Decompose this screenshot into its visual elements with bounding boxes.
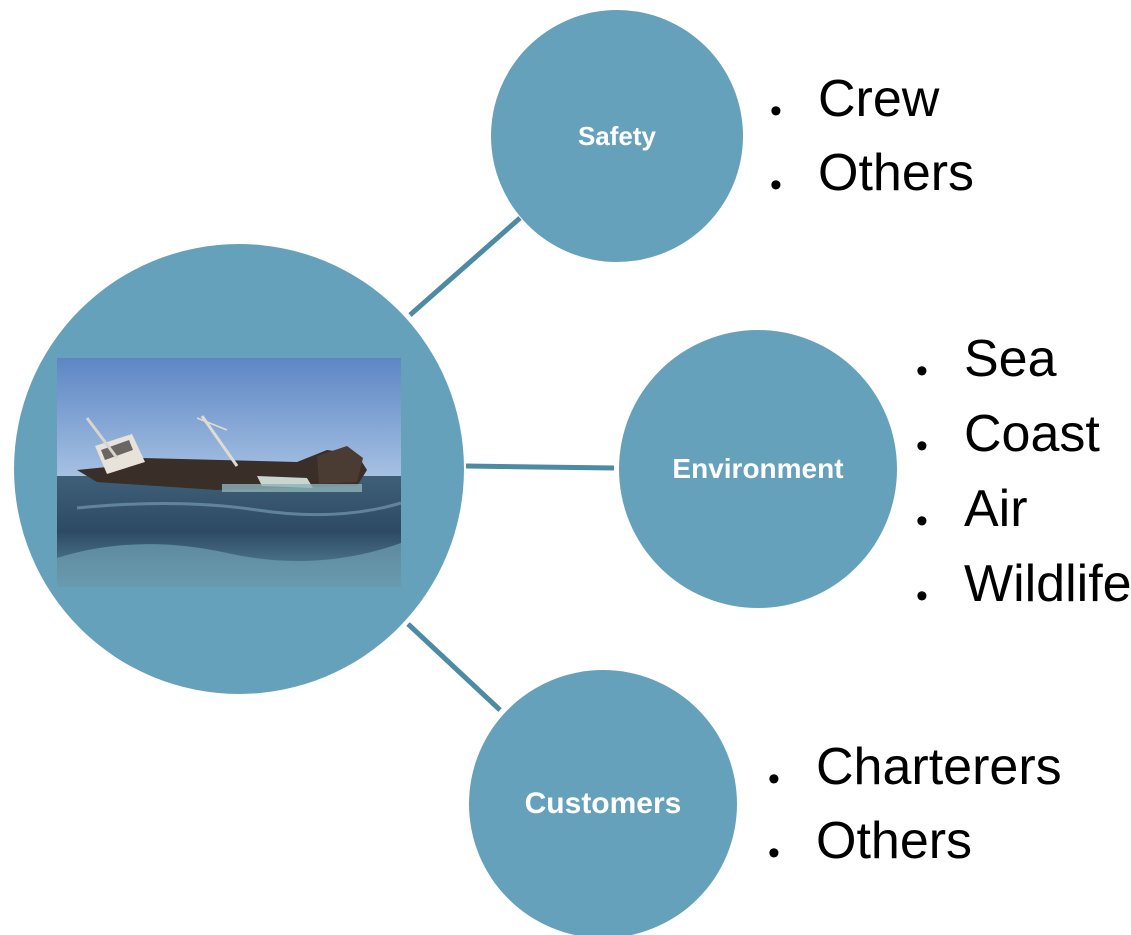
list-item: • Others	[768, 804, 1062, 878]
sinking-ship-photo-icon	[57, 358, 401, 587]
list-item: • Charterers	[768, 730, 1062, 804]
safety-bullet-list: • Crew • Others	[770, 62, 974, 210]
environment-bullet-list: • Sea • Coast • Air • Wildlife	[916, 322, 1131, 622]
list-item: • Sea	[916, 322, 1131, 397]
connector-environment	[465, 463, 615, 471]
environment-circle: Environment	[619, 330, 897, 608]
list-item: • Coast	[916, 397, 1131, 472]
bullet-text: Wildlife	[964, 555, 1131, 613]
bullet-icon: •	[768, 833, 780, 872]
safety-circle: Safety	[491, 10, 743, 262]
bullet-text: Air	[964, 480, 1028, 538]
bullet-icon: •	[770, 91, 782, 130]
bullet-text: Crew	[818, 70, 940, 128]
bullet-icon: •	[916, 576, 928, 615]
safety-label: Safety	[577, 120, 657, 151]
bullet-icon: •	[770, 165, 782, 204]
list-item: • Crew	[770, 62, 974, 136]
bullet-text: Sea	[964, 330, 1057, 388]
bullet-icon: •	[916, 351, 928, 390]
customers-label: Customers	[524, 787, 682, 820]
bullet-text: Coast	[964, 405, 1100, 463]
bullet-icon: •	[916, 501, 928, 540]
list-item: • Wildlife	[916, 547, 1131, 622]
customers-circle: Customers	[469, 670, 737, 935]
bullet-icon: •	[768, 759, 780, 798]
list-item: • Air	[916, 472, 1131, 547]
list-item: • Others	[770, 136, 974, 210]
bullet-text: Others	[816, 812, 973, 870]
connector-safety	[408, 216, 522, 317]
connector-customers	[406, 622, 502, 712]
bullet-text: Charterers	[816, 738, 1062, 796]
customers-bullet-list: • Charterers • Others	[768, 730, 1062, 878]
bullet-text: Others	[818, 144, 975, 202]
bullet-icon: •	[916, 426, 928, 465]
environment-label: Environment	[672, 453, 844, 484]
